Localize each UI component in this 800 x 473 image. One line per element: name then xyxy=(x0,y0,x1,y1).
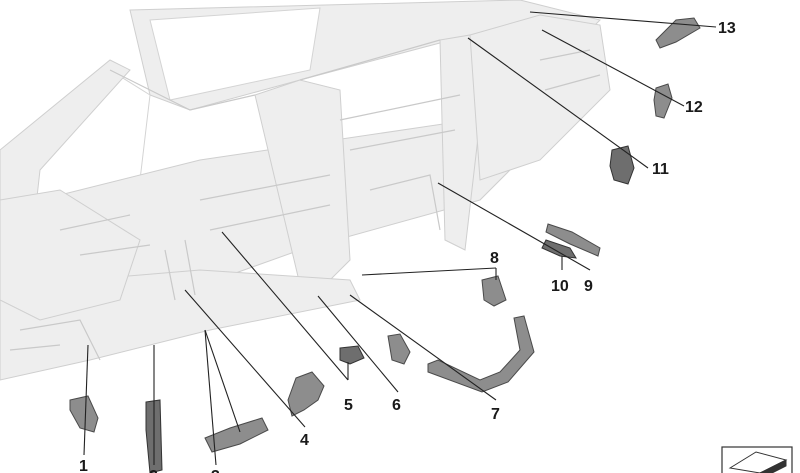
callout-1: 1 xyxy=(79,458,88,473)
leader-4 xyxy=(184,289,306,428)
leader-9 xyxy=(437,182,591,271)
callout-9: 9 xyxy=(584,278,593,295)
car-body-shell xyxy=(0,0,611,381)
callout-labels: 1 2 3 4 5 6 7 8 9 10 11 12 13 xyxy=(79,20,736,473)
part-4-pillar-bracket xyxy=(287,371,325,417)
leader-12 xyxy=(541,29,685,107)
part-12-bracket xyxy=(653,83,673,119)
callout-3: 3 xyxy=(211,468,220,473)
callout-2: 2 xyxy=(149,468,158,473)
leader-3b xyxy=(204,329,241,433)
part-13-mount xyxy=(655,17,701,49)
leader-1 xyxy=(83,344,89,456)
part-11-trim-pad xyxy=(609,145,635,185)
part-7-sill-frame xyxy=(427,315,535,393)
callout-5: 5 xyxy=(344,397,353,414)
leader-5 xyxy=(221,231,349,381)
leader-8 xyxy=(361,267,497,276)
leader-11 xyxy=(467,37,649,169)
callout-13: 13 xyxy=(718,20,736,37)
callout-4: 4 xyxy=(300,432,309,449)
part-6-gusset xyxy=(387,333,411,365)
leader-13 xyxy=(529,11,717,28)
parts-sheet-icon xyxy=(721,446,793,473)
callout-7: 7 xyxy=(491,406,500,423)
callout-6: 6 xyxy=(392,397,401,414)
callout-10: 10 xyxy=(551,278,569,295)
leader-6 xyxy=(317,295,399,393)
part-8-support xyxy=(481,275,507,307)
callout-12: 12 xyxy=(685,99,703,116)
part-3-sill-bracket xyxy=(204,417,269,453)
leader-lines xyxy=(83,11,717,466)
callout-8: 8 xyxy=(490,250,499,267)
leader-7 xyxy=(349,294,497,401)
part-1-bracket xyxy=(69,395,99,433)
part-9-rail xyxy=(545,223,601,257)
callout-11: 11 xyxy=(652,161,669,178)
leader-3 xyxy=(204,329,217,466)
part-5-clip xyxy=(339,345,365,365)
